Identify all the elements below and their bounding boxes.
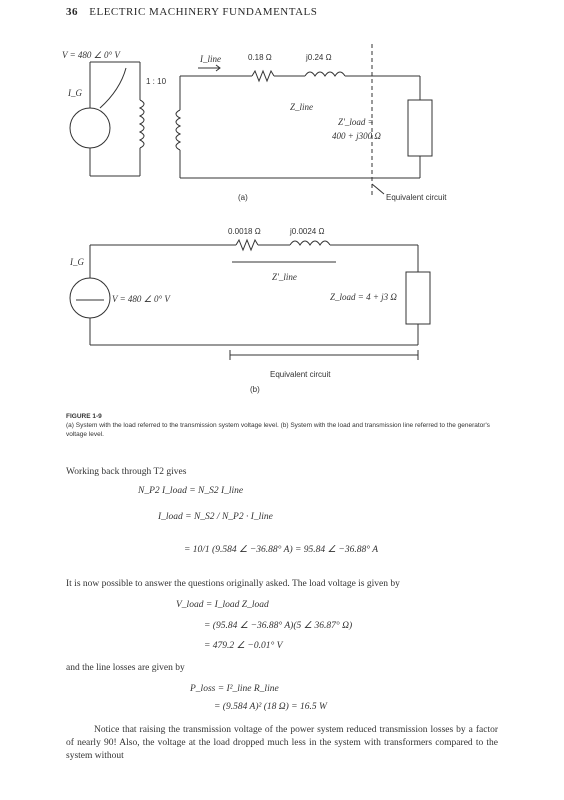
source-voltage-label-b: V = 480 ∠ 0° V [112, 294, 171, 304]
page-number: 36 [66, 6, 78, 18]
equation-6: = 479.2 ∠ −0.01° V [204, 641, 283, 651]
equation-2: I_load = N_S2 / N_P2 · I_line [158, 512, 273, 522]
equation-2-rhs: N_S2 / N_P2 · I_line [193, 512, 273, 522]
equation-5: = (95.84 ∠ −36.88° A)(5 ∠ 36.87° Ω) [204, 621, 353, 631]
resistor-b [235, 238, 259, 252]
figure-b-circuit [69, 238, 431, 360]
source-voltage-arrow [99, 67, 127, 109]
equation-1: N_P2 I_load = N_S2 I_line [138, 486, 244, 496]
primary-winding [138, 99, 145, 149]
load-impedance-label-a-2: 400 + j300 Ω [332, 131, 381, 141]
figure-b-label: (b) [250, 385, 260, 394]
figure-caption-text: (a) System with the load referred to the… [66, 422, 490, 438]
load-box-a [407, 99, 433, 157]
load-box-b [405, 271, 431, 325]
figure-caption: FIGURE 1-9 (a) System with the load refe… [66, 412, 506, 439]
body-paragraph-2: It is now possible to answer the questio… [66, 579, 400, 589]
boundary-arrow-a [371, 183, 385, 195]
resistance-label-a: 0.18 Ω [248, 53, 272, 62]
resistor-a [251, 69, 275, 83]
figure-caption-title: FIGURE 1-9 [66, 413, 102, 420]
equation-3: = 10/1 (9.584 ∠ −36.88° A) = 95.84 ∠ −36… [184, 545, 379, 555]
running-header: 36 ELECTRIC MACHINERY FUNDAMENTALS [66, 6, 317, 18]
ratio-label: 1 : 10 [146, 77, 167, 86]
equation-8: = (9.584 A)² (18 Ω) = 16.5 W [214, 702, 327, 712]
secondary-winding [175, 109, 182, 151]
load-impedance-label-a-1: Z'_load = [338, 117, 374, 127]
ac-source-a [69, 107, 111, 149]
figure-a-label: (a) [238, 193, 248, 202]
resistance-label-b: 0.0018 Ω [228, 227, 261, 236]
equation-2-lhs: I_load = [158, 512, 192, 522]
inductor-a [304, 71, 346, 77]
line-impedance-label-a: Z_line [290, 102, 313, 112]
ac-source-b [69, 277, 111, 319]
source-current-label-a: I_G [67, 88, 82, 98]
line-current-label: I_line [199, 54, 221, 64]
load-impedance-label-b: Z_load = 4 + j3 Ω [330, 292, 397, 302]
line-impedance-label-b: Z'_line [272, 272, 297, 282]
body-paragraph-4: Notice that raising the transmission vol… [66, 725, 498, 761]
equation-4: V_load = I_load Z_load [176, 600, 269, 610]
source-current-label-b: I_G [69, 257, 84, 267]
circuit-diagrams: V = 480 ∠ 0° V I_G 1 : 10 I_line 0.18 Ω … [62, 44, 447, 394]
inductor-b [289, 240, 331, 246]
running-title: ELECTRIC MACHINERY FUNDAMENTALS [89, 6, 318, 18]
body-intro: Working back through T2 gives [66, 467, 187, 477]
source-voltage-label-a: V = 480 ∠ 0° V [62, 50, 121, 60]
equivalent-circuit-label-b: Equivalent circuit [270, 370, 331, 379]
equivalent-circuit-label-a: Equivalent circuit [386, 193, 447, 202]
body-paragraph-3: and the line losses are given by [66, 663, 185, 673]
equation-7: P_loss = I²_line R_line [190, 684, 279, 694]
figure-a-circuit [69, 44, 433, 198]
reactance-label-b: j0.0024 Ω [289, 227, 324, 236]
line-current-arrowhead [215, 64, 221, 72]
reactance-label-a: j0.24 Ω [305, 53, 332, 62]
